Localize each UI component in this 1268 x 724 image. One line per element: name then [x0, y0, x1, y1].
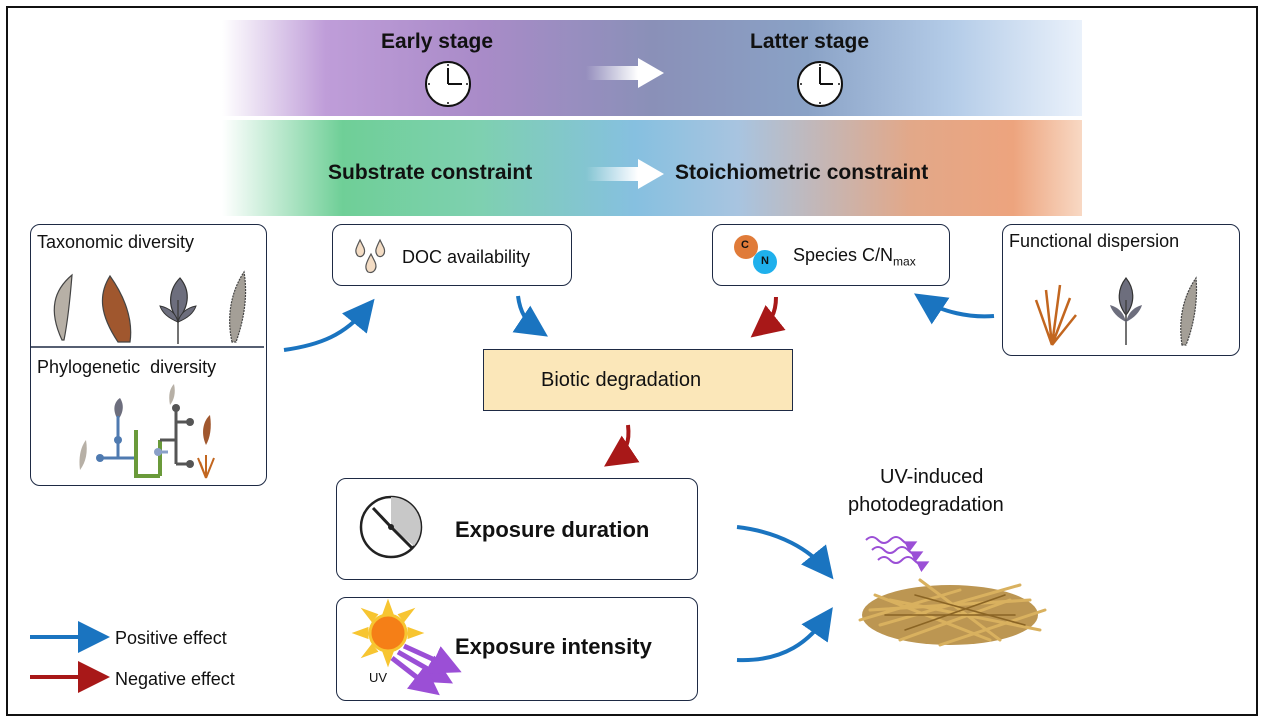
exposure-clock-icon: [359, 495, 423, 559]
substrate-constraint-label: Substrate constraint: [328, 161, 533, 184]
exposure-intensity-label: Exposure intensity: [455, 634, 652, 659]
constraint-transition-arrow: [586, 159, 664, 189]
phylogenetic-diversity-label: Phylogenetic diversity: [37, 357, 217, 377]
stage-transition-arrow: [586, 58, 664, 88]
photodegradation-label: photodegradation: [848, 494, 1004, 516]
legend-negative-label: Negative effect: [115, 669, 235, 689]
latter-clock-icon: [797, 61, 843, 107]
taxonomic-diversity-label: Taxonomic diversity: [37, 232, 195, 252]
c-letter: C: [741, 239, 749, 251]
exposure-duration-label: Exposure duration: [455, 517, 650, 542]
degradation-to-duration-arrow: [604, 424, 640, 467]
diversity-box: [30, 224, 267, 486]
biotic-degradation-label: Biotic degradation: [541, 369, 702, 391]
latter-stage-label: Latter stage: [750, 30, 870, 53]
cn-to-degradation-arrow: [750, 296, 786, 338]
doc-to-degradation-arrow: [512, 295, 548, 337]
uv-label: UV: [369, 670, 388, 685]
legend-positive-label: Positive effect: [115, 628, 227, 648]
duration-to-photodegradation-arrow: [736, 525, 834, 580]
stoichiometric-constraint-label: Stoichiometric constraint: [675, 161, 929, 184]
intensity-to-photodegradation-arrow: [736, 607, 833, 663]
functional-dispersion-box: [1002, 224, 1240, 356]
species-cn-label: Species C/Nmax: [793, 245, 916, 269]
leaf-icons-taxonomic: [53, 270, 247, 344]
droplets-icon: [355, 238, 386, 274]
leaf-icons-functional: [1034, 276, 1198, 346]
early-stage-label: Early stage: [381, 30, 494, 53]
early-clock-icon: [425, 61, 471, 107]
functional-to-cn-arrow: [914, 293, 995, 325]
sun-icon: [351, 598, 425, 668]
functional-dispersion-label: Functional dispersion: [1009, 231, 1180, 251]
phylogenetic-tree-icon: [79, 384, 215, 479]
diversity-to-doc-arrow: [283, 298, 375, 352]
figure-frame: [6, 6, 1258, 716]
litter-pile-icon: [858, 578, 1047, 647]
uv-rays-icon: [390, 643, 462, 696]
biotic-degradation-box: [483, 349, 793, 411]
uv-induced-label: UV-induced: [880, 466, 984, 488]
doc-availability-label: DOC availability: [402, 247, 531, 267]
uv-wave-icon: [865, 536, 930, 573]
carbon-nitrogen-icon: [734, 235, 777, 274]
n-letter: N: [761, 255, 769, 267]
